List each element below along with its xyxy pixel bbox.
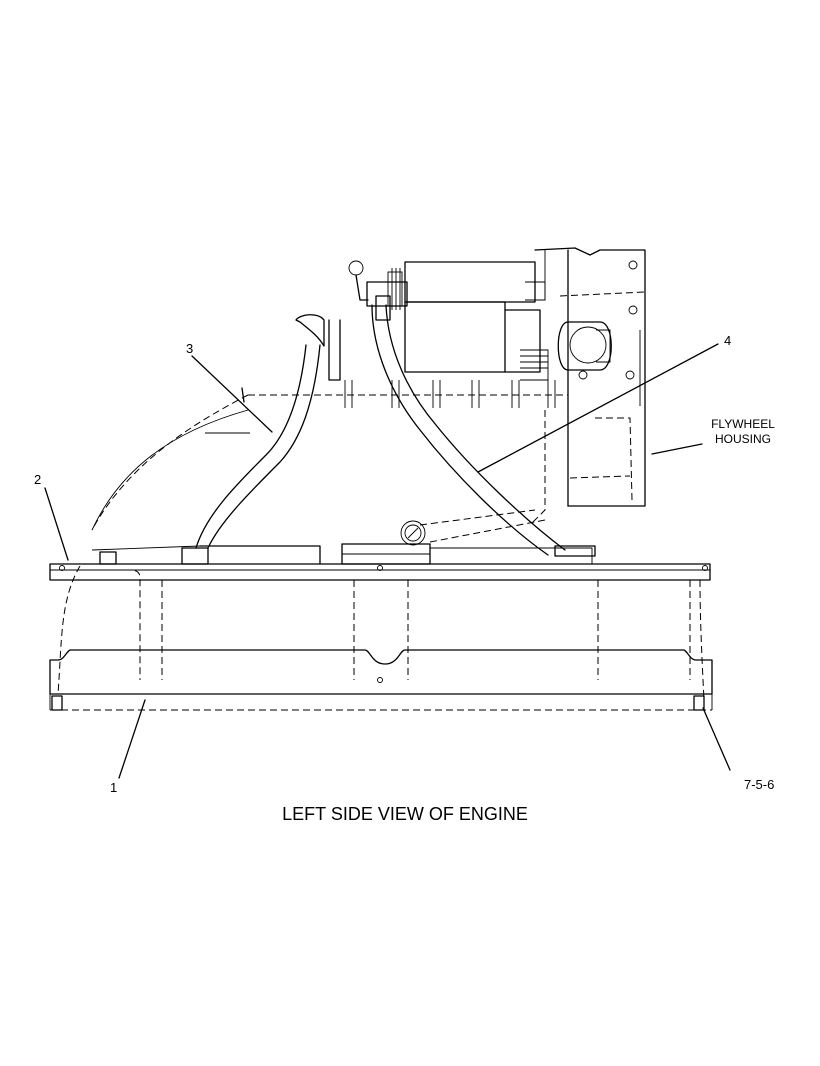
flywheel-housing-label-line2: HOUSING [715,432,771,446]
callout-3: 3 [186,341,193,356]
callout-4: 4 [724,333,731,348]
callout-2: 2 [34,472,41,487]
leader-lines [44,343,731,779]
callout-1: 1 [110,780,117,795]
starter-motor [348,260,612,381]
engine-block [91,319,593,565]
block-bolts [344,380,556,408]
flywheel-housing-label-line1: FLYWHEEL [711,417,775,431]
figure-reference: 7-5-6 [744,777,774,792]
oil-pan [49,551,713,711]
hose-left [181,314,325,565]
flywheel-housing [534,247,646,507]
figure-caption: LEFT SIDE VIEW OF ENGINE [282,804,528,824]
hose-right [371,295,596,557]
